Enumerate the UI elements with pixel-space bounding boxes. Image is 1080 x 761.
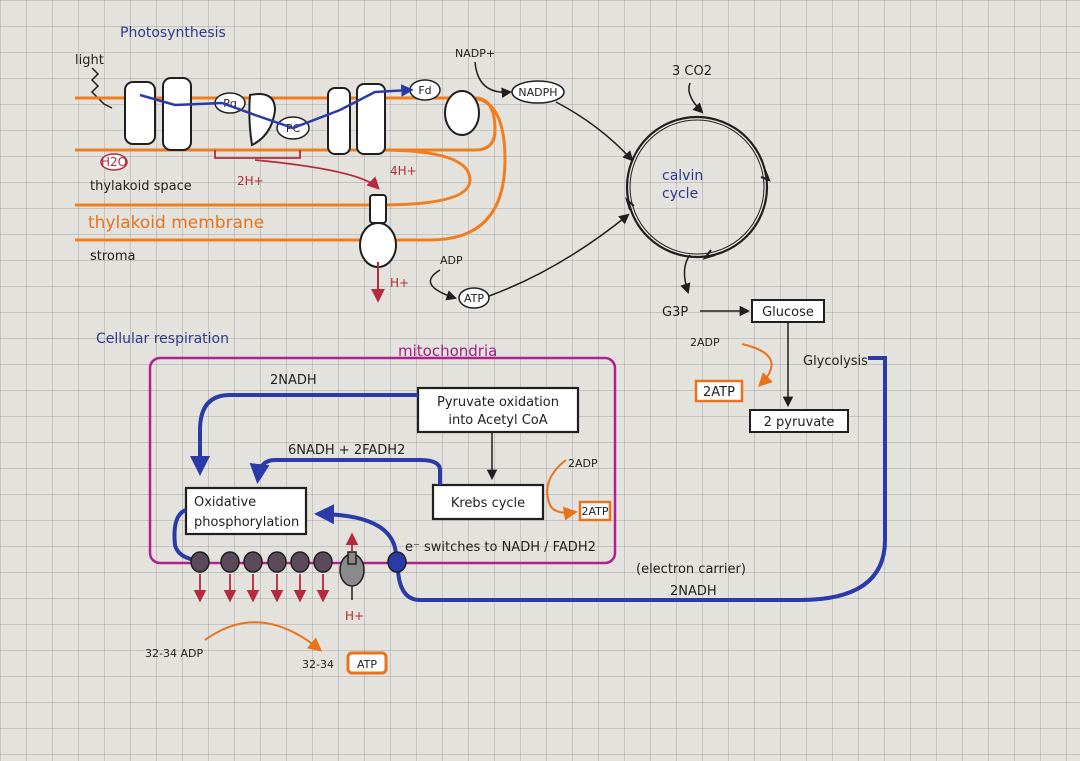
two-h-label: 2H+ (237, 174, 264, 188)
two-nadh-top-label: 2NADH (270, 373, 317, 388)
cytochrome-complex (248, 93, 277, 147)
mitochondria-label: mitochondria (398, 342, 497, 360)
krebs-text: Krebs cycle (451, 496, 525, 511)
atp-synthase-photosynthesis (359, 194, 397, 268)
nadph-to-calvin-arrow (555, 101, 634, 162)
atp-synthase-mitochondria (339, 551, 365, 587)
e-switch-label: e⁻ switches to NADH / FADH2 (405, 540, 596, 555)
fd-text: Fd (418, 84, 431, 97)
atp-to-calvin-arrow (488, 213, 630, 297)
atp-node-photosynthesis: ATP (458, 287, 490, 309)
co2-arrow (688, 82, 704, 114)
proton-flow-arrow (254, 159, 380, 190)
pyruvate-oxidation-box: Pyruvate oxidation into Acetyl CoA (416, 386, 580, 434)
light-zigzag (90, 67, 113, 109)
pyruvate-box: 2 pyruvate (749, 409, 849, 433)
etc-complexes (190, 551, 407, 573)
pyruvate-text: 2 pyruvate (764, 415, 835, 430)
glucose-text: Glucose (762, 305, 814, 320)
photosystem-i (327, 83, 386, 155)
two-nadh-bottom-label: 2NADH (670, 584, 717, 599)
krebs-adp-label: 2ADP (568, 457, 598, 470)
nadp-to-nadph-arrow (474, 61, 513, 99)
adp-to-atp-arrow (429, 269, 457, 301)
stroma-label: stroma (90, 249, 136, 264)
photosystem-ii (124, 77, 192, 151)
calvin-cycle-ring (625, 115, 771, 260)
nadph-text: NADPH (518, 86, 557, 99)
light-label: light (75, 53, 104, 68)
nadh-fadh-from-krebs-arrow (249, 458, 442, 485)
atp-text: ATP (464, 292, 484, 305)
glycolysis-atp-arrow (741, 343, 773, 387)
adp-label: ADP (440, 254, 463, 267)
proton-bracket (214, 150, 301, 159)
mitochondria-outline (148, 356, 617, 565)
four-h-label: 4H+ (390, 164, 417, 178)
atp-32-label: ATP (357, 658, 377, 671)
krebs-atp-arrow (546, 459, 578, 521)
electron-flow-photosynthesis (139, 84, 414, 130)
nadph-node: NADPH (511, 80, 565, 104)
h2o-text: H2O (101, 155, 127, 169)
calvin-label-line1: calvin (662, 168, 703, 184)
oxidative-phosphorylation-box: Oxidative phosphorylation (184, 486, 308, 536)
glycolysis-label: Glycolysis (803, 354, 868, 369)
atp-32-number: 32-34 (302, 658, 334, 671)
krebs-atp-text: 2ATP (581, 505, 608, 518)
pyruvate-oxidation-line1: Pyruvate oxidation (437, 395, 559, 410)
h-plus-photosynthesis: H+ (390, 276, 409, 290)
krebs-box: Krebs cycle (431, 483, 545, 521)
electron-carrier-label: (electron carrier) (636, 562, 746, 577)
proton-pump-arrows (193, 574, 330, 603)
glycolysis-adp-label: 2ADP (690, 336, 720, 349)
h-plus-respiration: H+ (345, 609, 364, 623)
nadh-fadh-label: 6NADH + 2FADH2 (288, 443, 405, 458)
glycolysis-atp-text: 2ATP (703, 385, 735, 400)
nadh-from-oxidation-arrow (190, 393, 418, 476)
co2-label: 3 CO2 (672, 64, 712, 79)
calvin-label-line2: cycle (662, 186, 698, 202)
pyruvate-oxidation-line2: into Acetyl CoA (448, 413, 547, 428)
glucose-box: Glucose (751, 299, 825, 323)
oxphos-atp-arrow (204, 621, 323, 652)
oxphos-to-etc-arrow (172, 508, 196, 562)
fd-carrier: Fd (409, 79, 441, 101)
g3p-label: G3P (662, 305, 688, 320)
adp-32-label: 32-34 ADP (145, 647, 203, 660)
oxidative-line2: phosphorylation (194, 515, 299, 530)
respiration-title: Cellular respiration (96, 331, 229, 347)
e-switch-arrow (314, 504, 399, 563)
glycolysis-nadh-path (396, 356, 887, 602)
thylakoid-space-label: thylakoid space (90, 179, 192, 194)
nadp-plus-label: NADP+ (455, 47, 495, 60)
glycolysis-atp-box: 2ATP (694, 379, 744, 403)
oxphos-atp-box: ATP (346, 651, 388, 675)
photosynthesis-title: Photosynthesis (120, 25, 226, 41)
krebs-atp-box: 2ATP (578, 500, 612, 522)
thylakoid-membrane-label: thylakoid membrane (88, 213, 264, 233)
calvin-to-g3p-arrow (680, 254, 691, 294)
h2o-node: H2O (100, 153, 128, 171)
nadp-reductase (444, 90, 480, 136)
oxidative-line1: Oxidative (194, 495, 256, 510)
